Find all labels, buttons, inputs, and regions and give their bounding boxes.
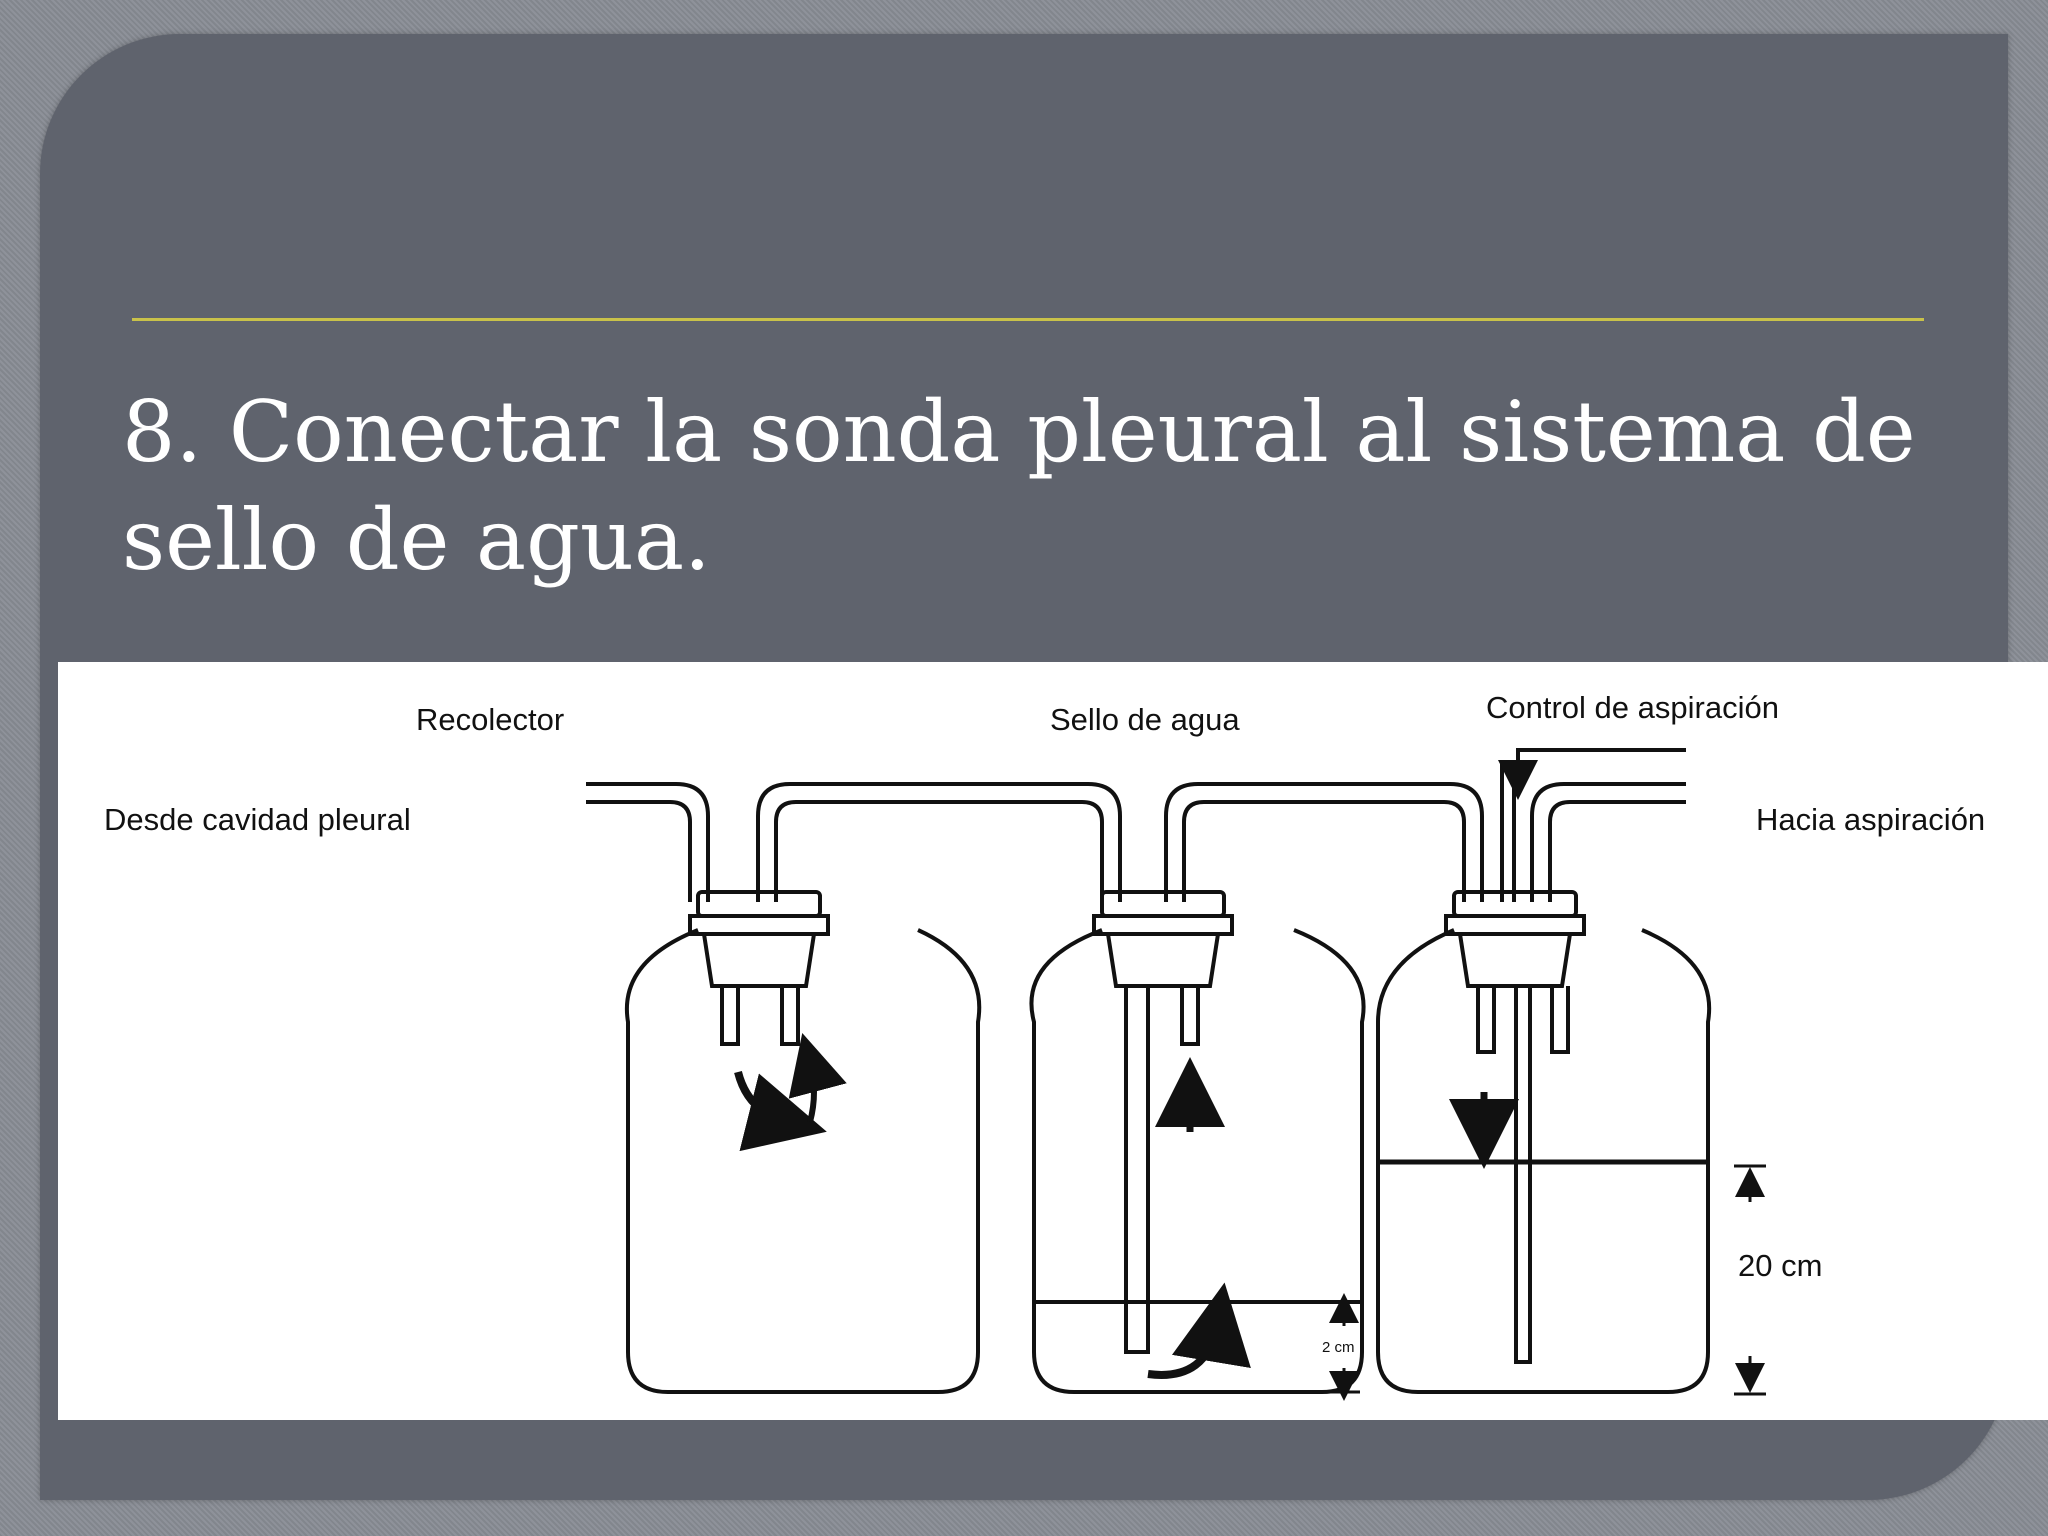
bottle-recolector bbox=[624, 890, 982, 1394]
bottle-control-de-aspiracion: 20 cm bbox=[1376, 890, 1822, 1396]
title-divider bbox=[132, 318, 1924, 321]
tubing bbox=[586, 748, 1686, 902]
label-hacia-aspiracion: Hacia aspiración bbox=[1756, 802, 1985, 837]
label-desde-cavidad-pleural: Desde cavidad pleural bbox=[104, 802, 411, 837]
label-20cm: 20 cm bbox=[1738, 1248, 1822, 1283]
slide-title: 8. Conectar la sonda pleural al sistema … bbox=[122, 383, 1916, 589]
label-control-de-aspiracion: Control de aspiración bbox=[1486, 690, 1779, 725]
label-recolector: Recolector bbox=[416, 702, 564, 737]
diagram-canvas: Recolector Sello de agua Control de aspi… bbox=[104, 690, 1985, 1401]
label-2cm: 2 cm bbox=[1322, 1339, 1355, 1356]
label-sello-de-agua: Sello de agua bbox=[1050, 702, 1240, 737]
bottle-sello-de-agua: 2 cm bbox=[1029, 890, 1366, 1401]
chest-drain-diagram: Recolector Sello de agua Control de aspi… bbox=[58, 662, 2048, 1420]
